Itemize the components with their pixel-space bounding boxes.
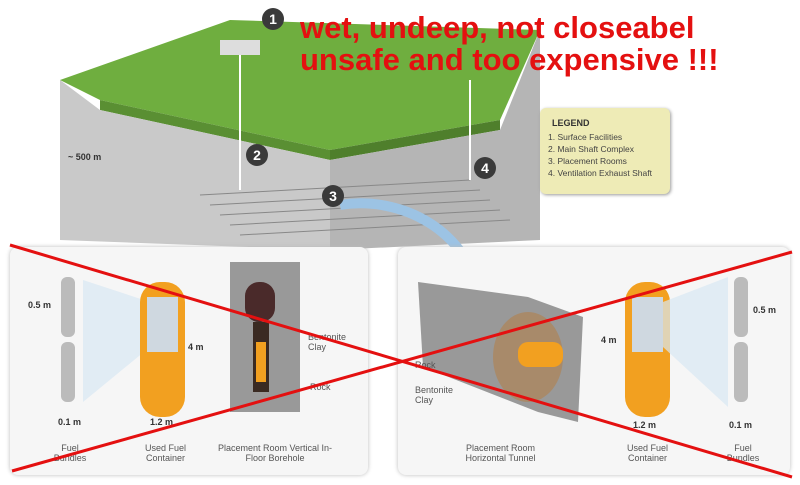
repository-block-diagram [60,20,540,260]
vertical-borehole-illustration [61,262,300,417]
legend-item: 2. Main Shaft Complex [548,144,634,154]
transfer-arrow [339,198,472,260]
caption: Placement Room Vertical In-Floor Borehol… [217,443,333,463]
caption: Fuel Bundles [53,443,87,463]
vertical-borehole-panel: 0.5 m 0.1 m 4 m 1.2 m Bentonite Clay Roc… [10,247,368,475]
container-width: 1.2 m [633,420,657,430]
legend: LEGEND 1. Surface Facilities 2. Main Sha… [540,108,670,194]
bundle-height: 0.5 m [753,305,777,315]
legend-title: LEGEND [552,118,590,128]
caption: Fuel Bundles [726,443,760,463]
fuel-bundle [734,342,748,402]
marker-2: 2 [246,144,268,166]
marker-3: 3 [322,185,344,207]
protest-annotation: wet, undeep, not closeabel unsafe and to… [300,12,719,76]
protest-line-1: wet, undeep, not closeabel [300,10,695,45]
caption: Used Fuel Container [144,443,187,463]
caption: Placement Room Horizontal Tunnel [465,443,536,463]
container-height: 4 m [188,342,204,352]
rock-face-left [60,80,330,250]
horizontal-container [518,342,563,367]
container-width: 1.2 m [150,417,174,427]
bentonite-label: Bentonite Clay [415,385,454,405]
horizontal-tunnel-illustration [418,277,748,422]
cross-line [11,250,793,473]
depth-label: ~ 500 m [68,152,102,162]
bundle-height: 0.5 m [28,300,52,310]
legend-item: 1. Surface Facilities [548,132,623,142]
fuel-bundle [61,342,75,402]
bentonite-label: Bentonite Clay [308,332,347,352]
horizontal-tunnel-panel: 0.5 m 0.1 m 4 m 1.2 m Rock Bentonite Cla… [398,247,790,475]
marker-1: 1 [262,8,284,30]
rock-label: Rock [310,382,331,392]
legend-item: 4. Ventilation Exhaust Shaft [548,168,652,178]
bundle-width: 0.1 m [58,417,82,427]
fuel-bundle [61,277,75,337]
legend-item: 3. Placement Rooms [548,156,627,166]
bundle-width: 0.1 m [729,420,753,430]
marker-4: 4 [474,157,496,179]
container-height: 4 m [601,335,617,345]
ground-surface [60,20,540,150]
protest-line-2: unsafe and too expensive !!! [300,42,719,77]
rock-label: Rock [415,360,436,370]
caption: Used Fuel Container [626,443,669,463]
fuel-bundle [734,277,748,337]
